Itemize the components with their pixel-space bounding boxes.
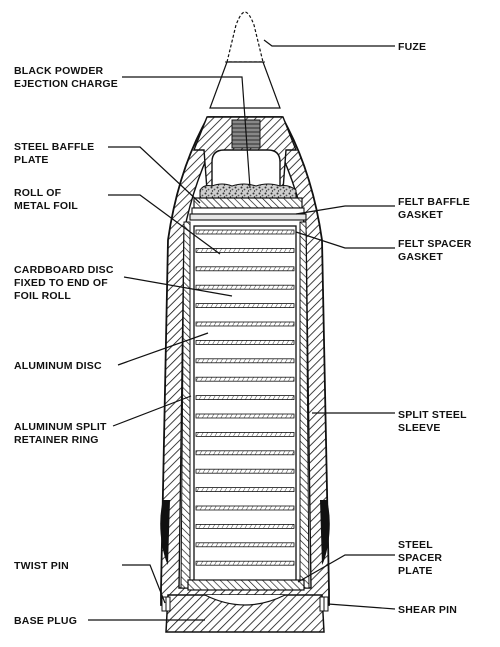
aluminum-disc xyxy=(195,487,295,493)
aluminum-disc xyxy=(195,505,295,511)
label-steel-spacer-line1: STEEL xyxy=(398,539,433,551)
aluminum-disc xyxy=(195,376,295,382)
label-split-steel-line1: SPLIT STEEL xyxy=(398,409,467,421)
aluminum-disc xyxy=(195,542,295,548)
label-felt-baffle-line1: FELT BAFFLE xyxy=(398,196,470,208)
label-felt-spacer-line1: FELT SPACER xyxy=(398,238,472,250)
label-black-powder-line2: EJECTION CHARGE xyxy=(14,78,118,90)
aluminum-disc xyxy=(195,524,295,529)
label-roll-foil-line1: ROLL OF xyxy=(14,187,62,199)
label-roll-foil-line2: METAL FOIL xyxy=(14,200,78,212)
aluminum-disc xyxy=(195,431,295,437)
aluminum-disc xyxy=(195,284,295,290)
label-steel-baffle-line2: PLATE xyxy=(14,154,49,166)
callout-labels: FUZE BLACK POWDER EJECTION CHARGE STEEL … xyxy=(14,41,472,627)
label-felt-spacer-line2: GASKET xyxy=(398,251,443,263)
aluminum-disc xyxy=(195,560,295,566)
aluminum-disc xyxy=(195,395,295,401)
shell-body xyxy=(160,116,330,633)
label-cardboard-line1: CARDBOARD DISC xyxy=(14,264,114,276)
aluminum-disc xyxy=(195,247,295,253)
label-base-plug: BASE PLUG xyxy=(14,615,77,627)
label-fuze: FUZE xyxy=(398,41,426,53)
label-aluminum-split-line2: RETAINER RING xyxy=(14,434,99,446)
fuze-nose xyxy=(209,11,281,109)
label-split-steel-line2: SLEEVE xyxy=(398,422,441,434)
label-cardboard-line3: FOIL ROLL xyxy=(14,290,71,302)
aluminum-disc xyxy=(195,450,295,456)
aluminum-disc xyxy=(195,339,295,345)
foil-disc-stack xyxy=(195,229,295,566)
label-cardboard-line2: FIXED TO END OF xyxy=(14,277,108,289)
label-steel-spacer-line2: SPACER xyxy=(398,552,442,564)
label-felt-baffle-line2: GASKET xyxy=(398,209,443,221)
aluminum-disc xyxy=(195,266,295,272)
aluminum-disc xyxy=(195,321,295,327)
aluminum-disc xyxy=(195,303,295,309)
label-twist-pin: TWIST PIN xyxy=(14,560,69,572)
aluminum-disc xyxy=(195,229,295,235)
leader-lines xyxy=(88,39,396,621)
label-black-powder-line1: BLACK POWDER xyxy=(14,65,104,77)
aluminum-disc xyxy=(195,468,295,474)
label-aluminum-disc: ALUMINUM DISC xyxy=(14,360,102,372)
label-steel-baffle-line1: STEEL BAFFLE xyxy=(14,141,94,153)
aluminum-disc xyxy=(195,413,295,419)
label-shear-pin: SHEAR PIN xyxy=(398,604,457,616)
aluminum-disc xyxy=(195,358,295,364)
label-aluminum-split-line1: ALUMINUM SPLIT xyxy=(14,421,107,433)
label-steel-spacer-line3: PLATE xyxy=(398,565,433,577)
